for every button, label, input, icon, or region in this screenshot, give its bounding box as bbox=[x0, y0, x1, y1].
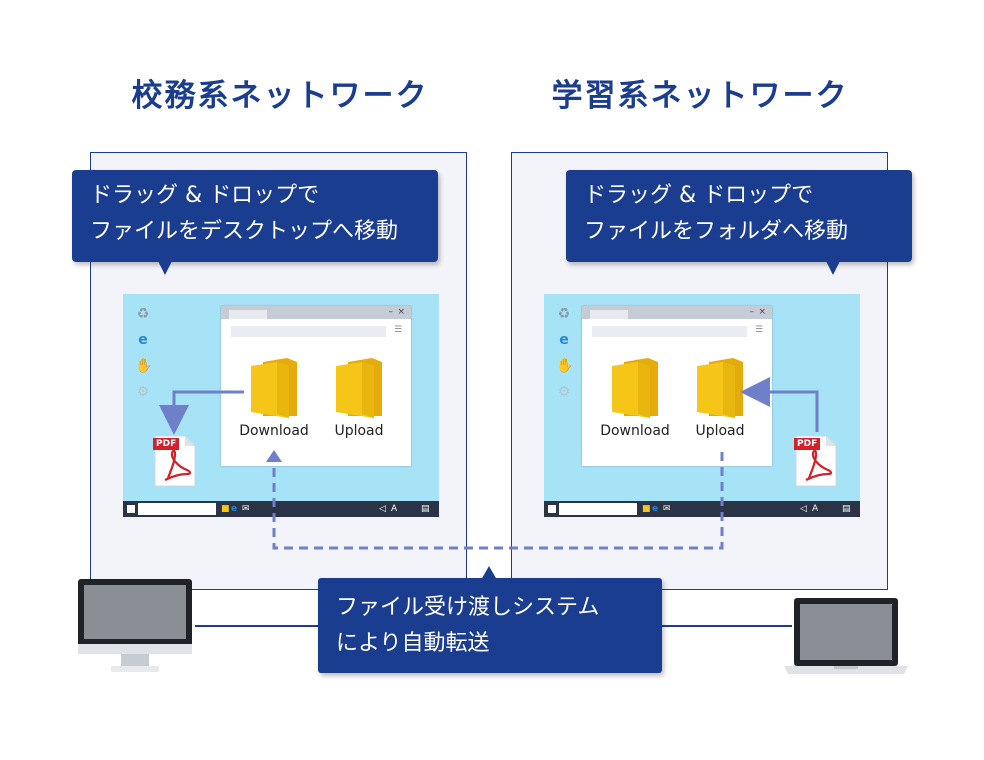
download-folder-label: Download bbox=[600, 423, 670, 439]
close-icon[interactable]: × bbox=[397, 307, 405, 317]
menu-icon[interactable]: ☰ bbox=[394, 325, 403, 335]
download-folder-label: Download bbox=[239, 423, 309, 439]
browser-icon[interactable]: e bbox=[138, 332, 148, 348]
hand-icon[interactable]: ✋ bbox=[556, 358, 574, 374]
notification-icon[interactable]: ▤ bbox=[842, 504, 851, 514]
right-callout: ドラッグ & ドロップで ファイルをフォルダへ移動 bbox=[566, 170, 912, 262]
left-callout-line2: ファイルをデスクトップへ移動 bbox=[90, 219, 399, 244]
gear-icon[interactable]: ⚙ bbox=[557, 384, 571, 400]
download-folder-icon[interactable] bbox=[610, 356, 660, 418]
left-device-connector bbox=[195, 625, 319, 627]
right-drag-arrow bbox=[740, 377, 819, 432]
laptop-icon bbox=[784, 598, 908, 674]
folder-taskbar-icon[interactable]: ■ bbox=[221, 504, 230, 514]
right-pdf-file[interactable]: PDF bbox=[794, 434, 838, 492]
left-pdf-file[interactable]: PDF bbox=[153, 434, 197, 492]
menu-icon[interactable]: ☰ bbox=[755, 325, 764, 335]
transfer-box-pointer bbox=[481, 566, 497, 580]
pdf-badge: PDF bbox=[153, 438, 180, 450]
minimize-icon[interactable]: – bbox=[388, 307, 394, 317]
transfer-dashed-path bbox=[272, 452, 724, 550]
recycle-bin-icon[interactable]: ♻ bbox=[136, 306, 150, 322]
hand-icon[interactable]: ✋ bbox=[135, 358, 153, 374]
upload-folder-icon[interactable] bbox=[695, 356, 745, 418]
left-taskbar: ■ e ✉ ◁ A ▤ bbox=[123, 501, 439, 517]
left-file-window: – × ☰ Download Upload bbox=[221, 306, 411, 466]
right-callout-line2: ファイルをフォルダへ移動 bbox=[584, 219, 849, 244]
folder-taskbar-icon[interactable]: ■ bbox=[642, 504, 651, 514]
window-titlebar: – × bbox=[221, 306, 411, 319]
browser-taskbar-icon[interactable]: e bbox=[231, 504, 238, 514]
address-bar[interactable] bbox=[592, 326, 747, 337]
transfer-arrowhead bbox=[266, 450, 282, 462]
mail-icon[interactable]: ✉ bbox=[242, 504, 250, 514]
left-callout-tail bbox=[158, 261, 172, 275]
right-network-title: 学習系ネットワーク bbox=[551, 78, 849, 114]
right-taskbar: ■ e ✉ ◁ A ▤ bbox=[544, 501, 860, 517]
gear-icon[interactable]: ⚙ bbox=[136, 384, 150, 400]
start-icon[interactable] bbox=[127, 505, 135, 513]
pdf-badge: PDF bbox=[794, 438, 821, 450]
upload-folder-label: Upload bbox=[695, 423, 745, 439]
recycle-bin-icon[interactable]: ♻ bbox=[557, 306, 571, 322]
left-callout: ドラッグ & ドロップで ファイルをデスクトップへ移動 bbox=[72, 170, 438, 262]
upload-folder-label: Upload bbox=[334, 423, 384, 439]
speaker-icon[interactable]: ◁ bbox=[800, 504, 807, 514]
transfer-system-box: ファイル受け渡しシステム により自動転送 bbox=[318, 578, 662, 673]
mail-icon[interactable]: ✉ bbox=[663, 504, 671, 514]
window-titlebar: – × bbox=[582, 306, 772, 319]
desktop-monitor-icon bbox=[78, 579, 192, 672]
browser-taskbar-icon[interactable]: e bbox=[652, 504, 659, 514]
upload-folder-icon[interactable] bbox=[334, 356, 384, 418]
speaker-icon[interactable]: ◁ bbox=[379, 504, 386, 514]
right-callout-tail bbox=[826, 261, 840, 275]
window-tab[interactable] bbox=[590, 310, 628, 319]
address-bar[interactable] bbox=[231, 326, 386, 337]
notification-icon[interactable]: ▤ bbox=[421, 504, 430, 514]
right-callout-line1: ドラッグ & ドロップで bbox=[584, 183, 814, 208]
browser-icon[interactable]: e bbox=[559, 332, 569, 348]
left-network-title: 校務系ネットワーク bbox=[131, 78, 429, 114]
left-callout-line1: ドラッグ & ドロップで bbox=[90, 183, 320, 208]
taskbar-search[interactable] bbox=[138, 503, 216, 515]
transfer-line2: により自動転送 bbox=[336, 631, 490, 656]
taskbar-search[interactable] bbox=[559, 503, 637, 515]
ime-indicator[interactable]: A bbox=[812, 504, 819, 514]
transfer-line1: ファイル受け渡しシステム bbox=[336, 595, 600, 620]
close-icon[interactable]: × bbox=[758, 307, 766, 317]
minimize-icon[interactable]: – bbox=[749, 307, 755, 317]
left-drag-arrow bbox=[159, 390, 244, 435]
download-folder-icon[interactable] bbox=[249, 356, 299, 418]
window-tab[interactable] bbox=[229, 310, 267, 319]
start-icon[interactable] bbox=[548, 505, 556, 513]
right-device-connector bbox=[662, 625, 792, 627]
ime-indicator[interactable]: A bbox=[391, 504, 398, 514]
